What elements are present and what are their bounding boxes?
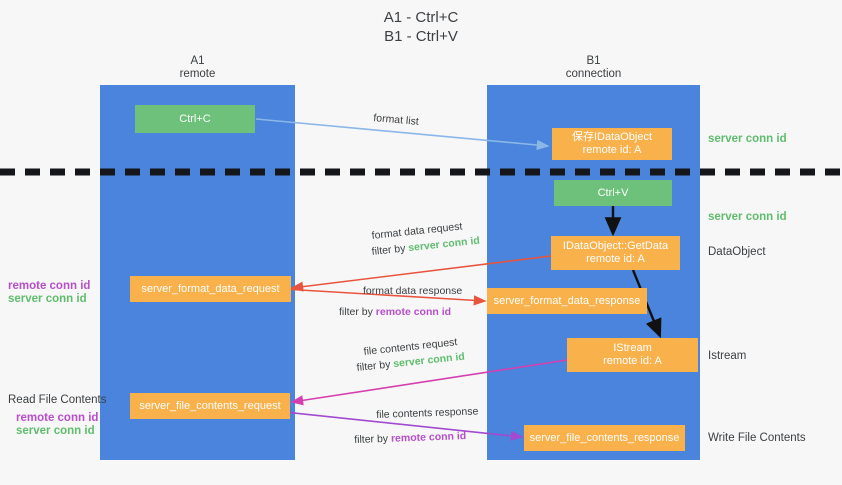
flow-label-format-data-response-filter: filter by remote conn id xyxy=(339,305,451,319)
flow-label-format-list: format list xyxy=(372,111,420,128)
node-server-file-contents-response[interactable]: server_file_contents_response xyxy=(524,425,685,451)
label-server-conn-id-top: server conn id xyxy=(708,133,787,145)
filter-prefix: filter by xyxy=(371,242,409,258)
filter-value-remote-conn-id: remote conn id xyxy=(390,430,467,445)
filter-prefix: filter by xyxy=(356,358,394,374)
label-read-file-contents: Read File Contents xyxy=(8,394,107,406)
page-title: A1 - Ctrl+C B1 - Ctrl+V xyxy=(383,9,459,45)
flow-label-format-data-response: format data response xyxy=(363,285,463,297)
label-write-file-contents: Write File Contents xyxy=(708,432,806,444)
flow-label-file-contents-response-filter: filter by remote conn id xyxy=(354,429,466,447)
label-remote-conn-id-2: remote conn id xyxy=(16,412,99,424)
label-remote-conn-id-1: remote conn id xyxy=(8,280,91,292)
filter-prefix: filter by xyxy=(354,432,392,446)
filter-prefix: filter by xyxy=(339,306,376,318)
filter-value-remote-conn-id: remote conn id xyxy=(375,306,452,318)
node-server-format-data-response[interactable]: server_format_data_response xyxy=(487,288,647,314)
lane-header-a1: A1 remote xyxy=(179,55,216,80)
label-server-conn-id-1: server conn id xyxy=(8,293,87,305)
node-istream[interactable]: IStream remote id: A xyxy=(567,338,698,372)
node-server-file-contents-request[interactable]: server_file_contents_request xyxy=(130,393,290,419)
label-server-conn-id-2: server conn id xyxy=(16,425,95,437)
node-ctrl-v[interactable]: Ctrl+V xyxy=(554,180,672,206)
node-idataobject-getdata[interactable]: IDataObject::GetData remote id: A xyxy=(551,236,680,270)
lane-header-b1: B1 connection xyxy=(565,55,622,80)
label-server-conn-id-mid: server conn id xyxy=(708,211,787,223)
node-save-idataobject[interactable]: 保存IDataObject remote id: A xyxy=(552,128,672,160)
label-istream: Istream xyxy=(708,350,747,362)
flow-label-file-contents-response: file contents response xyxy=(376,405,479,421)
label-dataobject: DataObject xyxy=(708,246,766,258)
node-server-format-data-request[interactable]: server_format_data_request xyxy=(130,276,291,302)
node-ctrl-c[interactable]: Ctrl+C xyxy=(135,105,255,133)
